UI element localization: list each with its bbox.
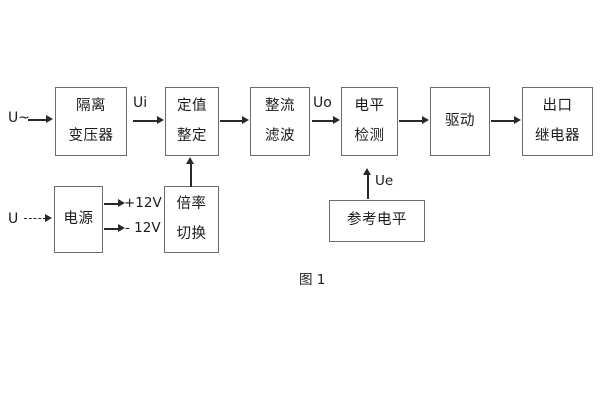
block-line: 滤波 [265, 127, 295, 144]
arrow-dc-input-to-power-supply [24, 214, 54, 224]
arrow-shaft [312, 120, 334, 122]
arrow-head [242, 116, 249, 125]
ui-label: Ui [133, 95, 148, 111]
block-line: 驱动 [445, 112, 475, 129]
block-level-detection: 电平 检测 [341, 87, 398, 156]
arrow-shaft [399, 120, 423, 122]
block-setpoint-setting: 定值 整定 [165, 87, 219, 156]
arrow-multiplier-switch-to-setpoint-setting [186, 157, 196, 187]
block-line: 继电器 [535, 127, 580, 144]
block-drive: 驱动 [430, 87, 490, 156]
block-line: 检测 [354, 127, 385, 144]
block-line: 参考电平 [347, 212, 407, 229]
block-line: 隔离 [76, 98, 106, 115]
block-reference-level: 参考电平 [329, 200, 425, 242]
block-rectify-filter: 整流 滤波 [250, 87, 310, 156]
block-multiplier-switch: 倍率 切换 [164, 186, 219, 253]
arrow-isolation-transformer-to-setpoint-setting [133, 116, 165, 126]
arrow-head [422, 116, 429, 125]
arrow-head [333, 116, 340, 125]
block-line: 电源 [63, 210, 94, 227]
pos-12v-label: +12V [124, 195, 162, 211]
arrow-power-supply-to-neg-12v [104, 224, 126, 234]
block-line: 整定 [177, 127, 207, 144]
arrow-shaft [491, 120, 515, 122]
block-line: 定值 [177, 98, 207, 115]
neg-12v-label: - 12V [125, 220, 161, 236]
ac-input-label: U~ [8, 110, 30, 126]
block-line: 切换 [176, 225, 207, 242]
arrow-shaft [367, 174, 369, 199]
block-line: 电平 [354, 98, 385, 115]
arrow-head [118, 199, 125, 208]
arrow-shaft [104, 203, 119, 205]
block-line: 出口 [542, 98, 573, 115]
arrow-shaft [24, 218, 46, 220]
arrow-shaft [104, 228, 119, 230]
dc-input-label: U [8, 211, 19, 227]
block-line: 整流 [265, 98, 295, 115]
arrow-shaft [190, 163, 192, 187]
arrow-power-supply-to-pos-12v [104, 199, 126, 209]
figure-caption: 图 1 [299, 272, 326, 288]
uo-label: Uo [313, 95, 332, 111]
arrow-head [45, 214, 52, 223]
ue-label: Ue [375, 173, 394, 189]
arrow-head [514, 116, 521, 125]
arrow-head [46, 115, 53, 124]
arrow-drive-to-output-relay [491, 116, 522, 126]
arrow-shaft [133, 120, 158, 122]
arrow-rectify-filter-to-level-detection [312, 116, 341, 126]
block-isolation-transformer: 隔离 变压器 [55, 87, 127, 156]
arrow-shaft [220, 120, 243, 122]
arrow-setpoint-setting-to-rectify-filter [220, 116, 250, 126]
block-output-relay: 出口 继电器 [522, 87, 593, 156]
arrow-reference-level-to-level-detection [363, 168, 373, 199]
block-line: 倍率 [176, 196, 207, 213]
arrow-shaft [28, 119, 47, 121]
arrow-head [118, 224, 125, 233]
arrow-head [157, 116, 164, 125]
block-line: 变压器 [68, 127, 114, 144]
arrow-ac-input-to-isolation-transformer [28, 115, 54, 125]
arrow-head [363, 168, 372, 175]
arrow-level-detection-to-drive [399, 116, 430, 126]
arrow-head [186, 157, 195, 164]
block-power-supply: 电源 [54, 186, 103, 253]
